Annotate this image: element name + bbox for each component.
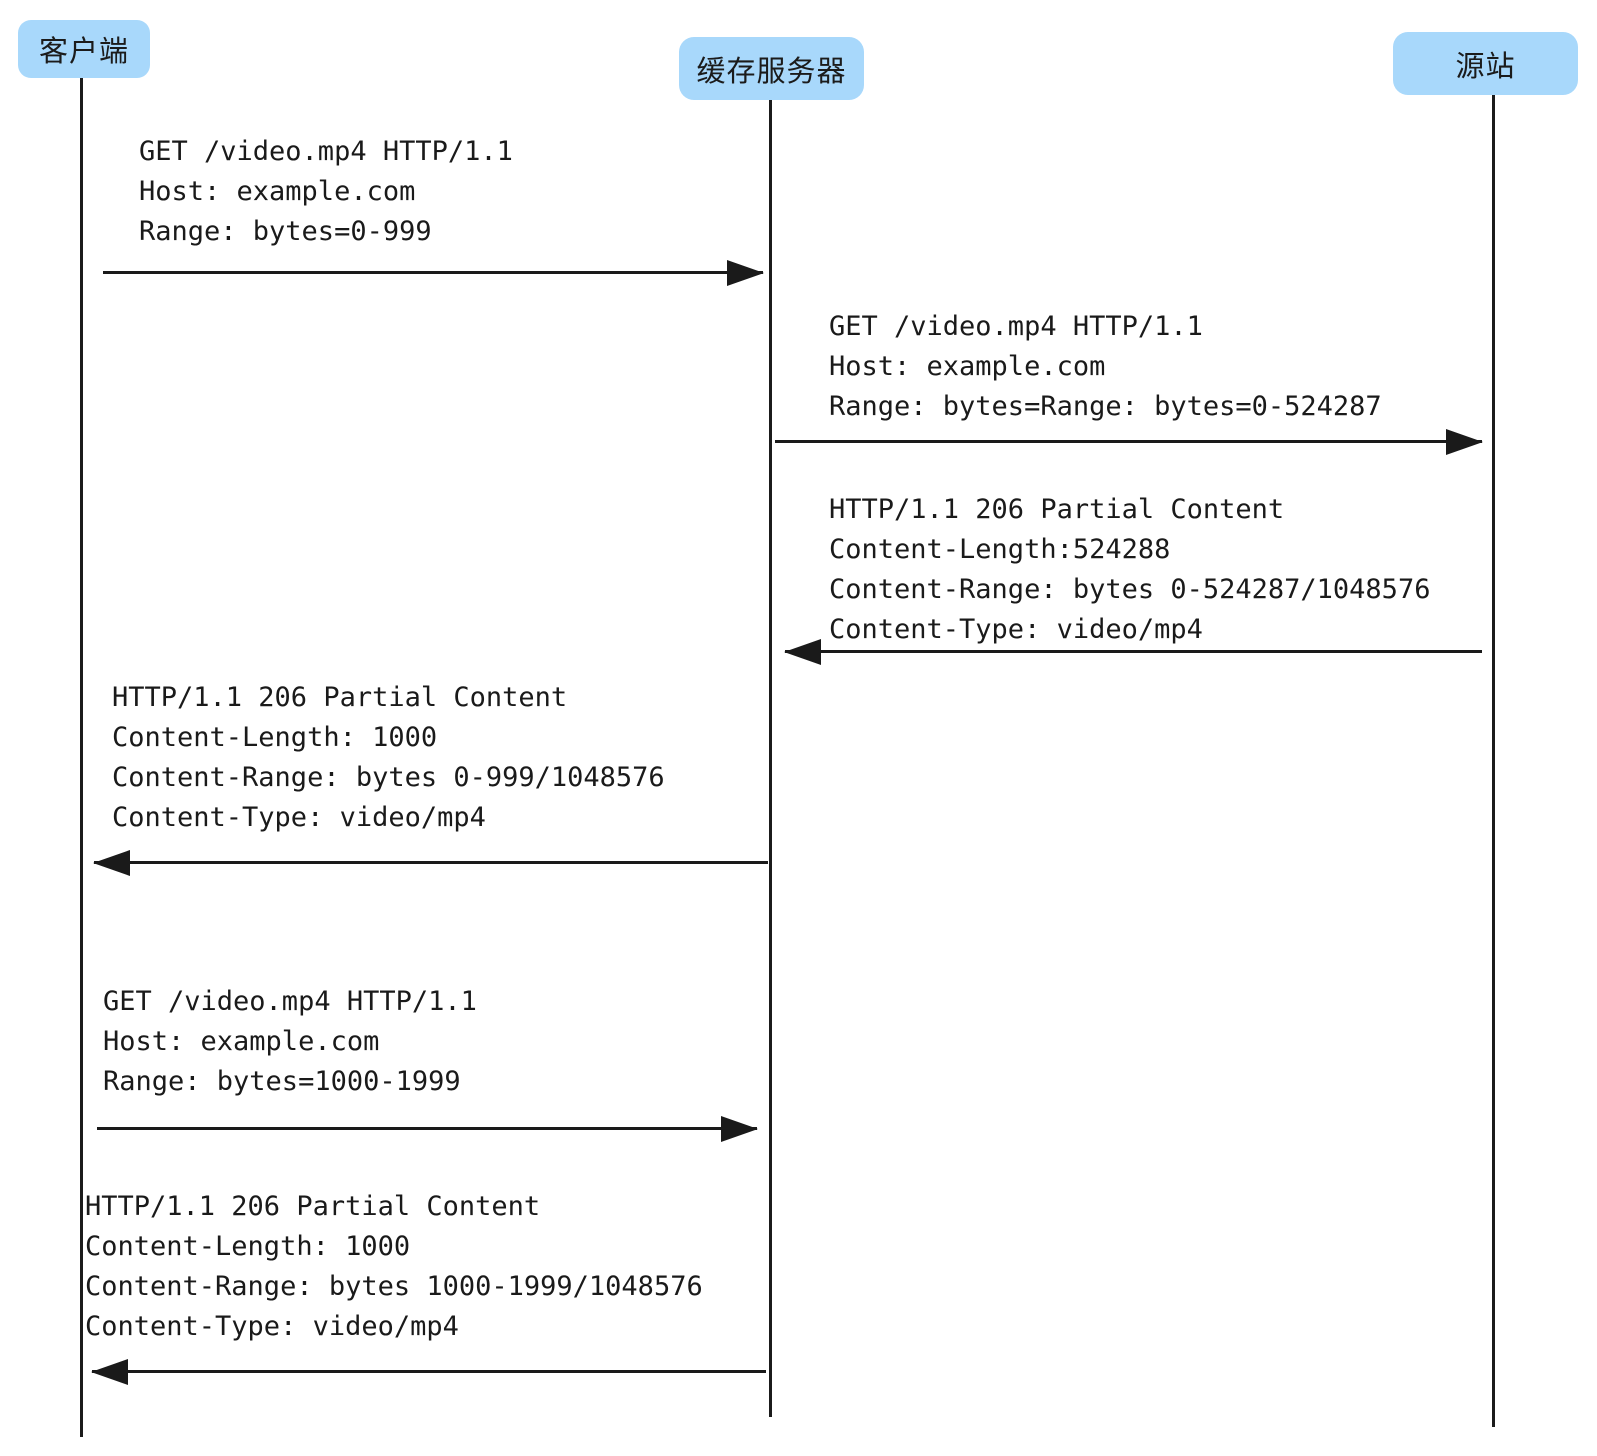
message-2-arrow xyxy=(775,428,1483,455)
message-4-arrow xyxy=(93,849,768,876)
participant-origin-box: 源站 xyxy=(1393,32,1578,95)
message-1-line-3: Range: bytes=0-999 xyxy=(139,216,432,247)
lifeline-client xyxy=(80,78,83,1437)
message-3-line-2: Content-Length:524288 xyxy=(829,534,1171,565)
message-4-line-1: HTTP/1.1 206 Partial Content xyxy=(112,682,568,713)
message-5-line-1: GET /video.mp4 HTTP/1.1 xyxy=(103,986,477,1017)
message-5-line-2: Host: example.com xyxy=(103,1026,380,1057)
message-2-text: GET /video.mp4 HTTP/1.1 Host: example.co… xyxy=(829,307,1382,427)
participant-client-label: 客户端 xyxy=(38,36,129,68)
message-5-line-3: Range: bytes=1000-1999 xyxy=(103,1066,461,1097)
arrowhead-right-icon xyxy=(727,259,764,286)
arrowhead-left-icon xyxy=(91,1358,128,1385)
message-3-line-3: Content-Range: bytes 0-524287/1048576 xyxy=(829,574,1431,605)
message-2-line-2: Host: example.com xyxy=(829,351,1106,382)
lifeline-origin xyxy=(1492,95,1495,1427)
participant-client-box: 客户端 xyxy=(18,20,150,78)
message-1-line-2: Host: example.com xyxy=(139,176,416,207)
arrowhead-right-icon xyxy=(1446,428,1483,455)
arrowhead-left-icon xyxy=(784,638,821,665)
arrowhead-left-icon xyxy=(93,849,130,876)
message-4-line-4: Content-Type: video/mp4 xyxy=(112,802,486,833)
message-1-line-1: GET /video.mp4 HTTP/1.1 xyxy=(139,136,513,167)
participant-cache-box: 缓存服务器 xyxy=(679,37,864,100)
message-3-line-1: HTTP/1.1 206 Partial Content xyxy=(829,494,1285,525)
message-2-line-3: Range: bytes=Range: bytes=0-524287 xyxy=(829,391,1382,422)
message-4-line-3: Content-Range: bytes 0-999/1048576 xyxy=(112,762,665,793)
message-3-arrow xyxy=(784,638,1482,665)
message-4-text: HTTP/1.1 206 Partial Content Content-Len… xyxy=(112,678,665,838)
participant-cache-label: 缓存服务器 xyxy=(696,55,847,88)
message-6-text: HTTP/1.1 206 Partial Content Content-Len… xyxy=(85,1187,703,1347)
message-6-arrow xyxy=(91,1358,766,1385)
message-5-text: GET /video.mp4 HTTP/1.1 Host: example.co… xyxy=(103,982,477,1102)
lifeline-cache xyxy=(769,100,772,1417)
message-5-arrow xyxy=(97,1115,758,1142)
message-3-line-4: Content-Type: video/mp4 xyxy=(829,614,1203,645)
message-6-line-1: HTTP/1.1 206 Partial Content xyxy=(85,1191,541,1222)
arrowhead-right-icon xyxy=(721,1115,758,1142)
message-6-line-3: Content-Range: bytes 1000-1999/1048576 xyxy=(85,1271,703,1302)
message-1-arrow xyxy=(103,259,764,286)
message-6-line-4: Content-Type: video/mp4 xyxy=(85,1311,459,1342)
participant-origin-label: 源站 xyxy=(1455,50,1516,83)
message-1-text: GET /video.mp4 HTTP/1.1 Host: example.co… xyxy=(139,132,513,252)
message-3-text: HTTP/1.1 206 Partial Content Content-Len… xyxy=(829,490,1430,650)
message-4-line-2: Content-Length: 1000 xyxy=(112,722,438,753)
message-6-line-2: Content-Length: 1000 xyxy=(85,1231,411,1262)
message-2-line-1: GET /video.mp4 HTTP/1.1 xyxy=(829,311,1203,342)
